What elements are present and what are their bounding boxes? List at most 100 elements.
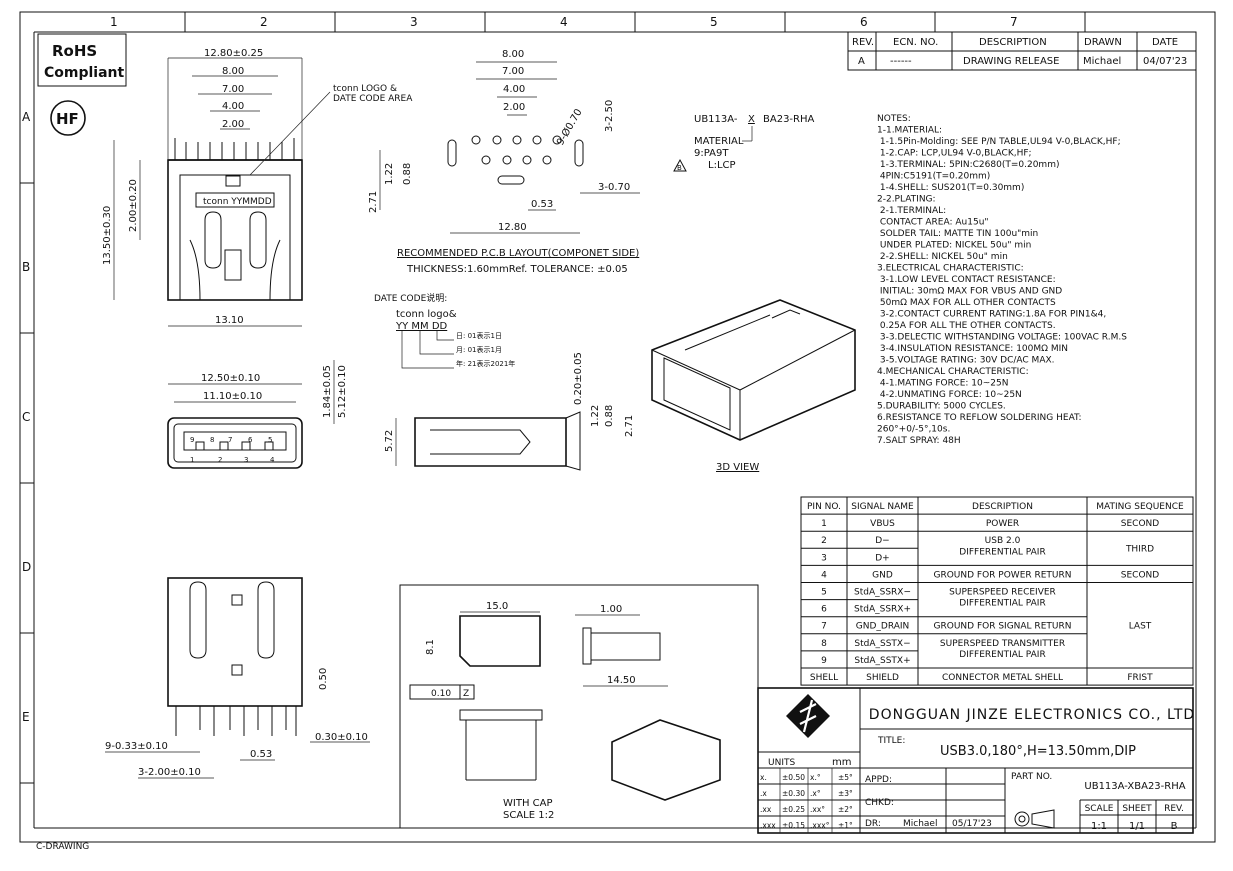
date-title: DATE CODE说明: <box>374 292 447 304</box>
pin-number: 6 <box>248 436 253 444</box>
outer-frame <box>19 11 1216 843</box>
note-line: 4.MECHANICAL CHARACTERISTIC: <box>877 367 1029 377</box>
pin-number: 5 <box>268 436 272 444</box>
scale-label: SCALE <box>1085 804 1114 814</box>
row-letter: B <box>22 260 30 274</box>
sheet-label: SHEET <box>1122 804 1152 814</box>
tol-key: x.° <box>810 773 821 782</box>
title-label: TITLE: <box>877 736 905 746</box>
pin-table-header: PIN NO. <box>807 502 841 512</box>
chkd-label: CHKD: <box>865 798 894 808</box>
appd-label: APPD: <box>865 775 892 785</box>
datum: Z <box>463 689 469 699</box>
rohs-badge <box>37 33 127 87</box>
dim: 2.71 <box>624 415 635 437</box>
dim: 3-0.70 <box>598 182 630 193</box>
callout: DATE CODE AREA <box>333 94 413 104</box>
rev-cell: A <box>858 56 865 67</box>
rohs-text: RoHS <box>52 42 97 60</box>
tol-value: ±3° <box>838 789 853 798</box>
description-cell: DIFFERENTIAL PAIR <box>959 599 1045 609</box>
dim: 4.00 <box>222 101 244 112</box>
note-line: 3.ELECTRICAL CHARACTERISTIC: <box>877 264 1024 274</box>
drawn-by: Michael <box>903 819 937 829</box>
rev-value: B <box>1171 821 1178 832</box>
col-number: 7 <box>1010 15 1018 29</box>
cap-caption: SCALE 1:2 <box>503 810 554 821</box>
description-cell: SUPERSPEED RECEIVER <box>949 588 1056 598</box>
note-line: CONTACT AREA: Au15u" <box>877 218 989 228</box>
note-line: 1-1.5Pin-Molding: SEE P/N TABLE,UL94 V-0… <box>877 137 1121 147</box>
rev-header: DRAWN <box>1084 37 1122 48</box>
dim: 3-2.50 <box>604 100 615 132</box>
pin-number: 1 <box>190 456 194 464</box>
note-line: 50mΩ MAX FOR ALL OTHER CONTACTS <box>877 298 1056 308</box>
description-cell: POWER <box>986 519 1019 529</box>
date-code-legend: DATE CODE说明: tconn logo& YY MM DD 日: 01表… <box>374 292 515 369</box>
title-block: DONGGUAN JINZE ELECTRONICS CO., LTDTITLE… <box>757 687 1194 834</box>
profile-view: 5.72 0.20±0.05 1.22 0.88 2.71 <box>384 352 635 471</box>
code-line: MATERIAL <box>694 136 744 147</box>
signal-name-cell: StdA_SSRX− <box>854 588 911 598</box>
rev-cell: DRAWING RELEASE <box>963 56 1059 67</box>
tol-value: ±2° <box>838 805 853 814</box>
rev-header: DESCRIPTION <box>979 37 1047 48</box>
description-cell: DIFFERENTIAL PAIR <box>959 650 1045 660</box>
pin-number: 4 <box>270 456 275 464</box>
note-line: 3-3.DELECTIC WITHSTANDING VOLTAGE: 100VA… <box>877 333 1127 343</box>
dim: 8.00 <box>502 49 524 60</box>
dim: 2.71 <box>368 191 379 213</box>
row-letter: C <box>22 410 30 424</box>
tol-key: .xxx° <box>810 821 830 830</box>
description-cell: GROUND FOR SIGNAL RETURN <box>934 622 1072 632</box>
tol-value: ±0.15 <box>782 821 805 830</box>
cap-view: 15.0 8.1 1.00 14.50 0.10 Z WITH CAP SCAL… <box>399 584 759 829</box>
dr-label: DR: <box>865 819 881 829</box>
note-line: 4-2.UNMATING FORCE: 10~25N <box>877 390 1022 400</box>
dim: 0.50 <box>318 668 329 690</box>
revision-block: REV. ECN. NO. DESCRIPTION DRAWN DATE A -… <box>847 31 1197 71</box>
col-number: 3 <box>410 15 418 29</box>
side-view: 9 8 7 6 5 1 2 3 4 12.50±0.10 11.10±0.10 … <box>167 360 348 469</box>
signal-name-cell: GND_DRAIN <box>856 622 910 632</box>
dim: 2.00±0.20 <box>128 179 139 232</box>
company-logo <box>786 694 830 738</box>
mating-cell: SECOND <box>1121 519 1160 529</box>
note-line: 7.SALT SPRAY: 48H <box>877 436 961 446</box>
pin-number: 2 <box>218 456 222 464</box>
row-letter: D <box>22 560 31 574</box>
pin-number-cell: 2 <box>821 536 827 546</box>
dim: 8.1 <box>425 639 436 655</box>
tol-value: ±0.50 <box>782 773 805 782</box>
date-logo: tconn logo& <box>396 309 457 320</box>
row-letter: A <box>22 110 31 124</box>
pin-number: 9 <box>190 436 194 444</box>
3d-view-label: 3D VIEW <box>716 462 759 473</box>
pin-number-cell: 5 <box>821 588 827 598</box>
tol-value: ±0.30 <box>782 789 805 798</box>
mating-cell: THIRD <box>1125 544 1154 554</box>
tol-value: 0.10 <box>431 689 451 699</box>
column-numbers: 1 2 3 4 5 6 7 <box>110 15 1018 29</box>
dim: 14.50 <box>607 675 636 686</box>
footer-label: C-DRAWING <box>36 842 89 852</box>
mating-cell: SECOND <box>1121 570 1160 580</box>
tol-value: ±5° <box>838 773 853 782</box>
pin-number: 8 <box>210 436 214 444</box>
code-suffix: BA23-RHA <box>763 114 815 125</box>
description-cell: SUPERSPEED TRANSMITTER <box>940 639 1065 649</box>
dim: 0.20±0.05 <box>573 352 584 405</box>
note-line: 260°+0/-5°,10s. <box>877 425 950 435</box>
signal-name-cell: StdA_SSTX+ <box>854 656 910 666</box>
note-line: INITIAL: 30mΩ MAX FOR VBUS AND GND <box>877 287 1062 297</box>
dim: 3-2.00±0.10 <box>138 767 201 778</box>
pin-number-cell: 7 <box>821 622 827 632</box>
pin-table-header: MATING SEQUENCE <box>1096 502 1184 512</box>
row-letter: E <box>22 710 30 724</box>
date-day: 日: 01表示1日 <box>456 331 502 340</box>
scale-value: 1:1 <box>1091 821 1107 832</box>
note-line: 6.RESISTANCE TO REFLOW SOLDERING HEAT: <box>877 413 1082 423</box>
callout: tconn LOGO & <box>333 84 397 94</box>
